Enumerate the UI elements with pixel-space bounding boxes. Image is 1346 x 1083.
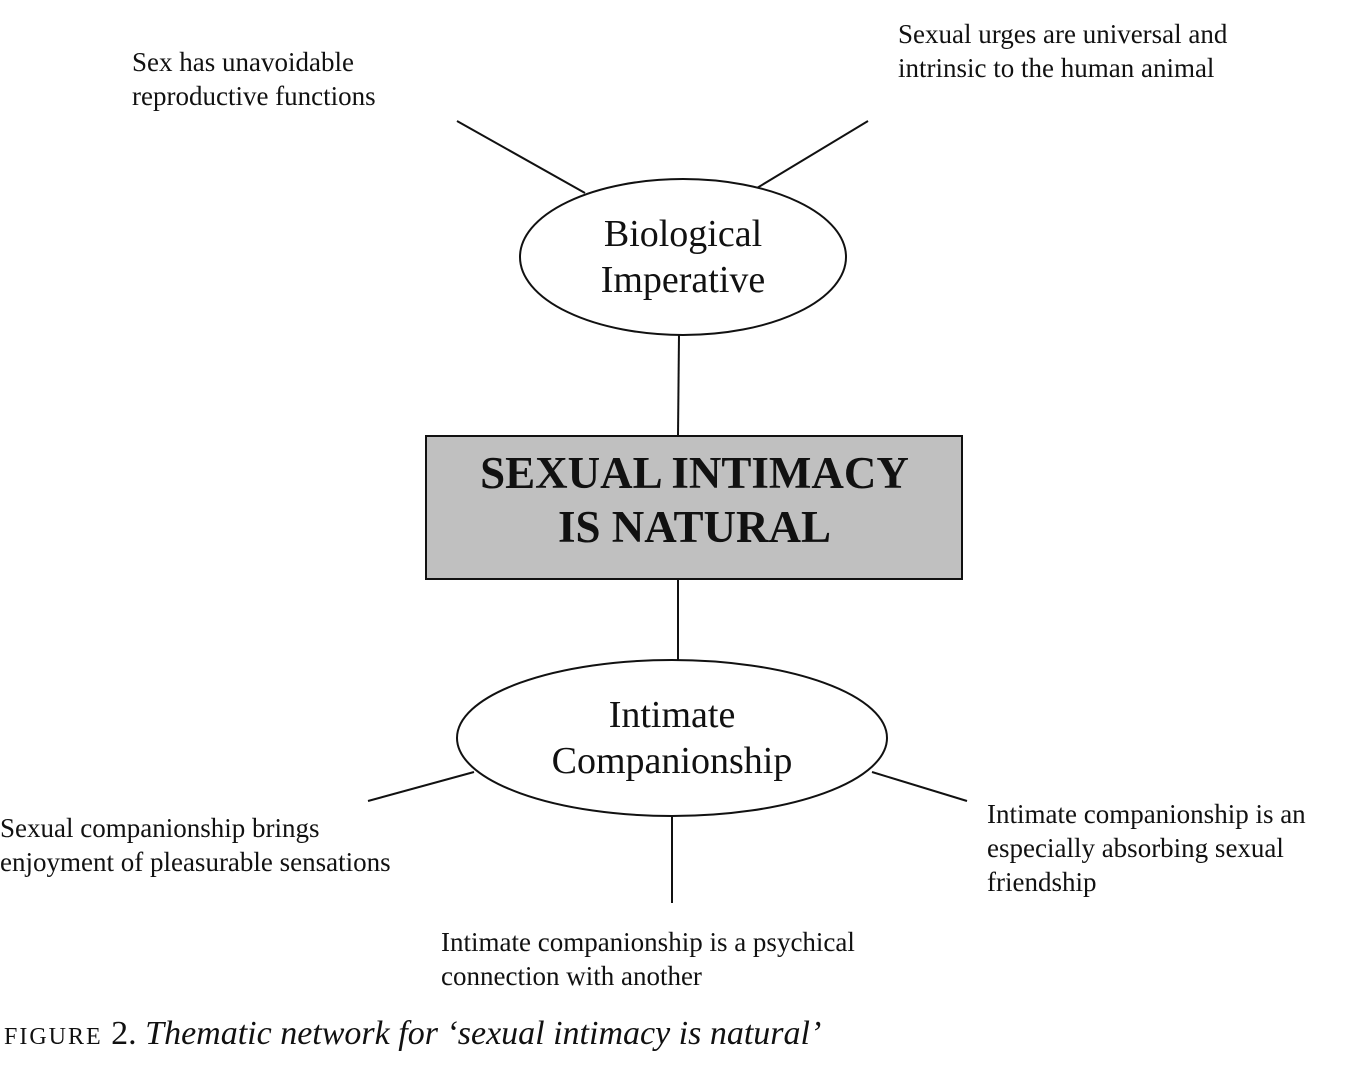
basic-theme-line: Sex has unavoidable [132, 47, 354, 77]
connector-sexual-urges [751, 120, 869, 192]
basic-theme-reproductive-functions: Sex has unavoidable reproductive functio… [132, 45, 376, 113]
organizing-theme-intimate-companionship: Intimate Companionship [460, 692, 884, 784]
basic-theme-line: Sexual urges are universal and [898, 19, 1228, 49]
global-theme-line: IS NATURAL [558, 502, 831, 552]
figure-label: FIGURE [4, 1024, 103, 1050]
biological-imperative-ellipse [519, 178, 847, 336]
organizing-theme-line: Companionship [551, 740, 793, 782]
connector-pleasurable [367, 771, 475, 802]
basic-theme-psychical-connection: Intimate companionship is a psychical co… [441, 925, 855, 993]
global-theme-line: SEXUAL INTIMACY [480, 448, 909, 498]
basic-theme-absorbing-friendship: Intimate companionship is an especially … [987, 797, 1306, 899]
organizing-theme-biological-imperative: Biological Imperative [523, 211, 843, 303]
connector-absorbing [871, 771, 968, 802]
basic-theme-line: intrinsic to the human animal [898, 53, 1215, 83]
global-theme-box [425, 435, 963, 580]
organizing-theme-line: Imperative [600, 259, 766, 301]
basic-theme-line: reproductive functions [132, 81, 376, 111]
basic-theme-line: enjoyment of pleasurable sensations [0, 847, 391, 877]
intimate-companionship-ellipse [456, 659, 888, 817]
basic-theme-line: Intimate companionship is an [987, 799, 1306, 829]
basic-theme-line: especially absorbing sexual [987, 833, 1284, 863]
basic-theme-line: friendship [987, 867, 1097, 897]
organizing-theme-line: Biological [603, 213, 763, 255]
basic-theme-pleasurable-sensations: Sexual companionship brings enjoyment of… [0, 811, 391, 879]
connector-reproductive [456, 120, 586, 194]
figure-caption: FIGURE 2. Thematic network for ‘sexual i… [4, 1012, 821, 1059]
figure-title: Thematic network for ‘sexual intimacy is… [145, 1015, 822, 1052]
figure-number: 2. [111, 1015, 137, 1052]
basic-theme-line: Sexual companionship brings [0, 813, 320, 843]
connector-biological-to-global [677, 333, 680, 437]
global-theme: SEXUAL INTIMACY IS NATURAL [428, 446, 961, 554]
basic-theme-sexual-urges: Sexual urges are universal and intrinsic… [898, 17, 1227, 85]
basic-theme-line: connection with another [441, 961, 702, 991]
basic-theme-line: Intimate companionship is a psychical [441, 927, 855, 957]
organizing-theme-line: Intimate [608, 694, 736, 736]
